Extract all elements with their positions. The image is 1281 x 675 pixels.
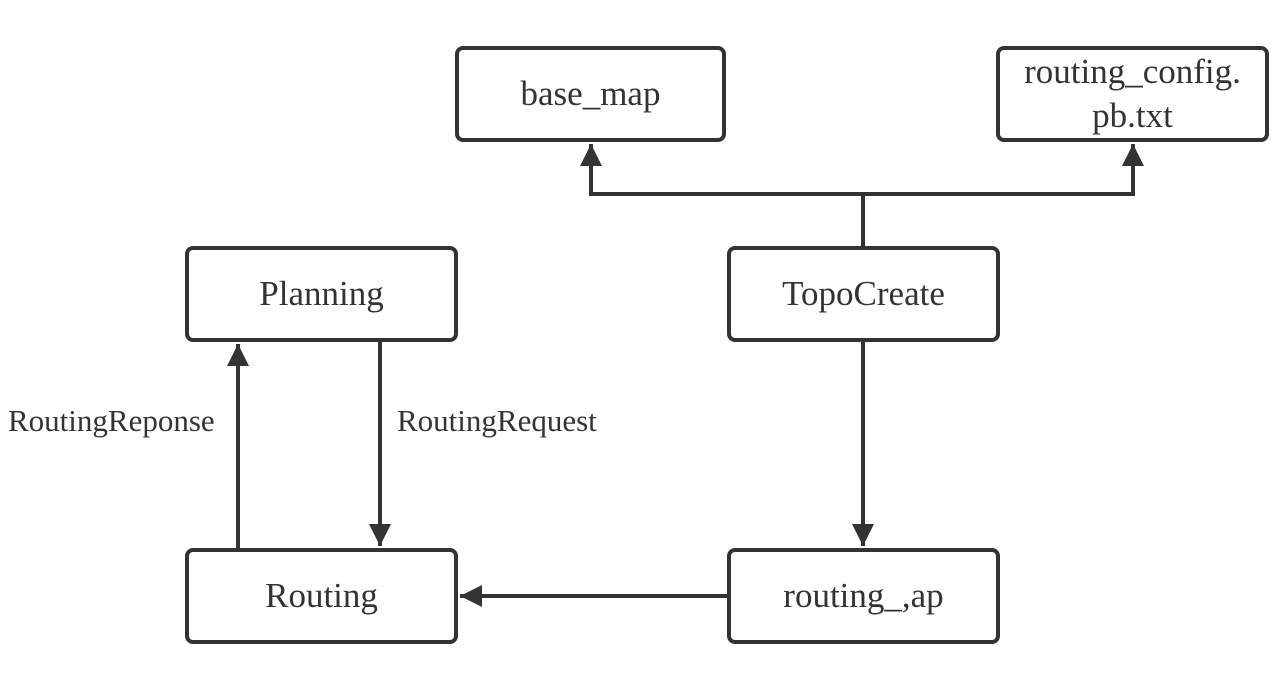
node-routing-config: routing_config. pb.txt xyxy=(996,46,1269,142)
node-base-map-label: base_map xyxy=(520,74,661,113)
node-routing: Routing xyxy=(185,548,458,644)
node-routing-config-label-line2: pb.txt xyxy=(1092,96,1173,135)
edge-label-routing-response: RoutingReponse xyxy=(8,403,215,438)
node-planning: Planning xyxy=(185,246,458,342)
node-topocreate: TopoCreate xyxy=(727,246,1000,342)
connector-topocreate-to-base-map xyxy=(580,144,863,196)
connector-topocreate-to-routing-config xyxy=(863,144,1144,196)
edge-label-routing-request: RoutingRequest xyxy=(397,403,597,438)
node-routing-config-label-line1: routing_config. xyxy=(1024,52,1241,92)
node-routing-map-label: routing_,ap xyxy=(783,576,944,615)
node-base-map: base_map xyxy=(455,46,726,142)
node-routing-map: routing_,ap xyxy=(727,548,1000,644)
node-topocreate-label: TopoCreate xyxy=(782,274,945,313)
node-routing-label: Routing xyxy=(265,576,378,615)
node-planning-label: Planning xyxy=(259,274,384,313)
